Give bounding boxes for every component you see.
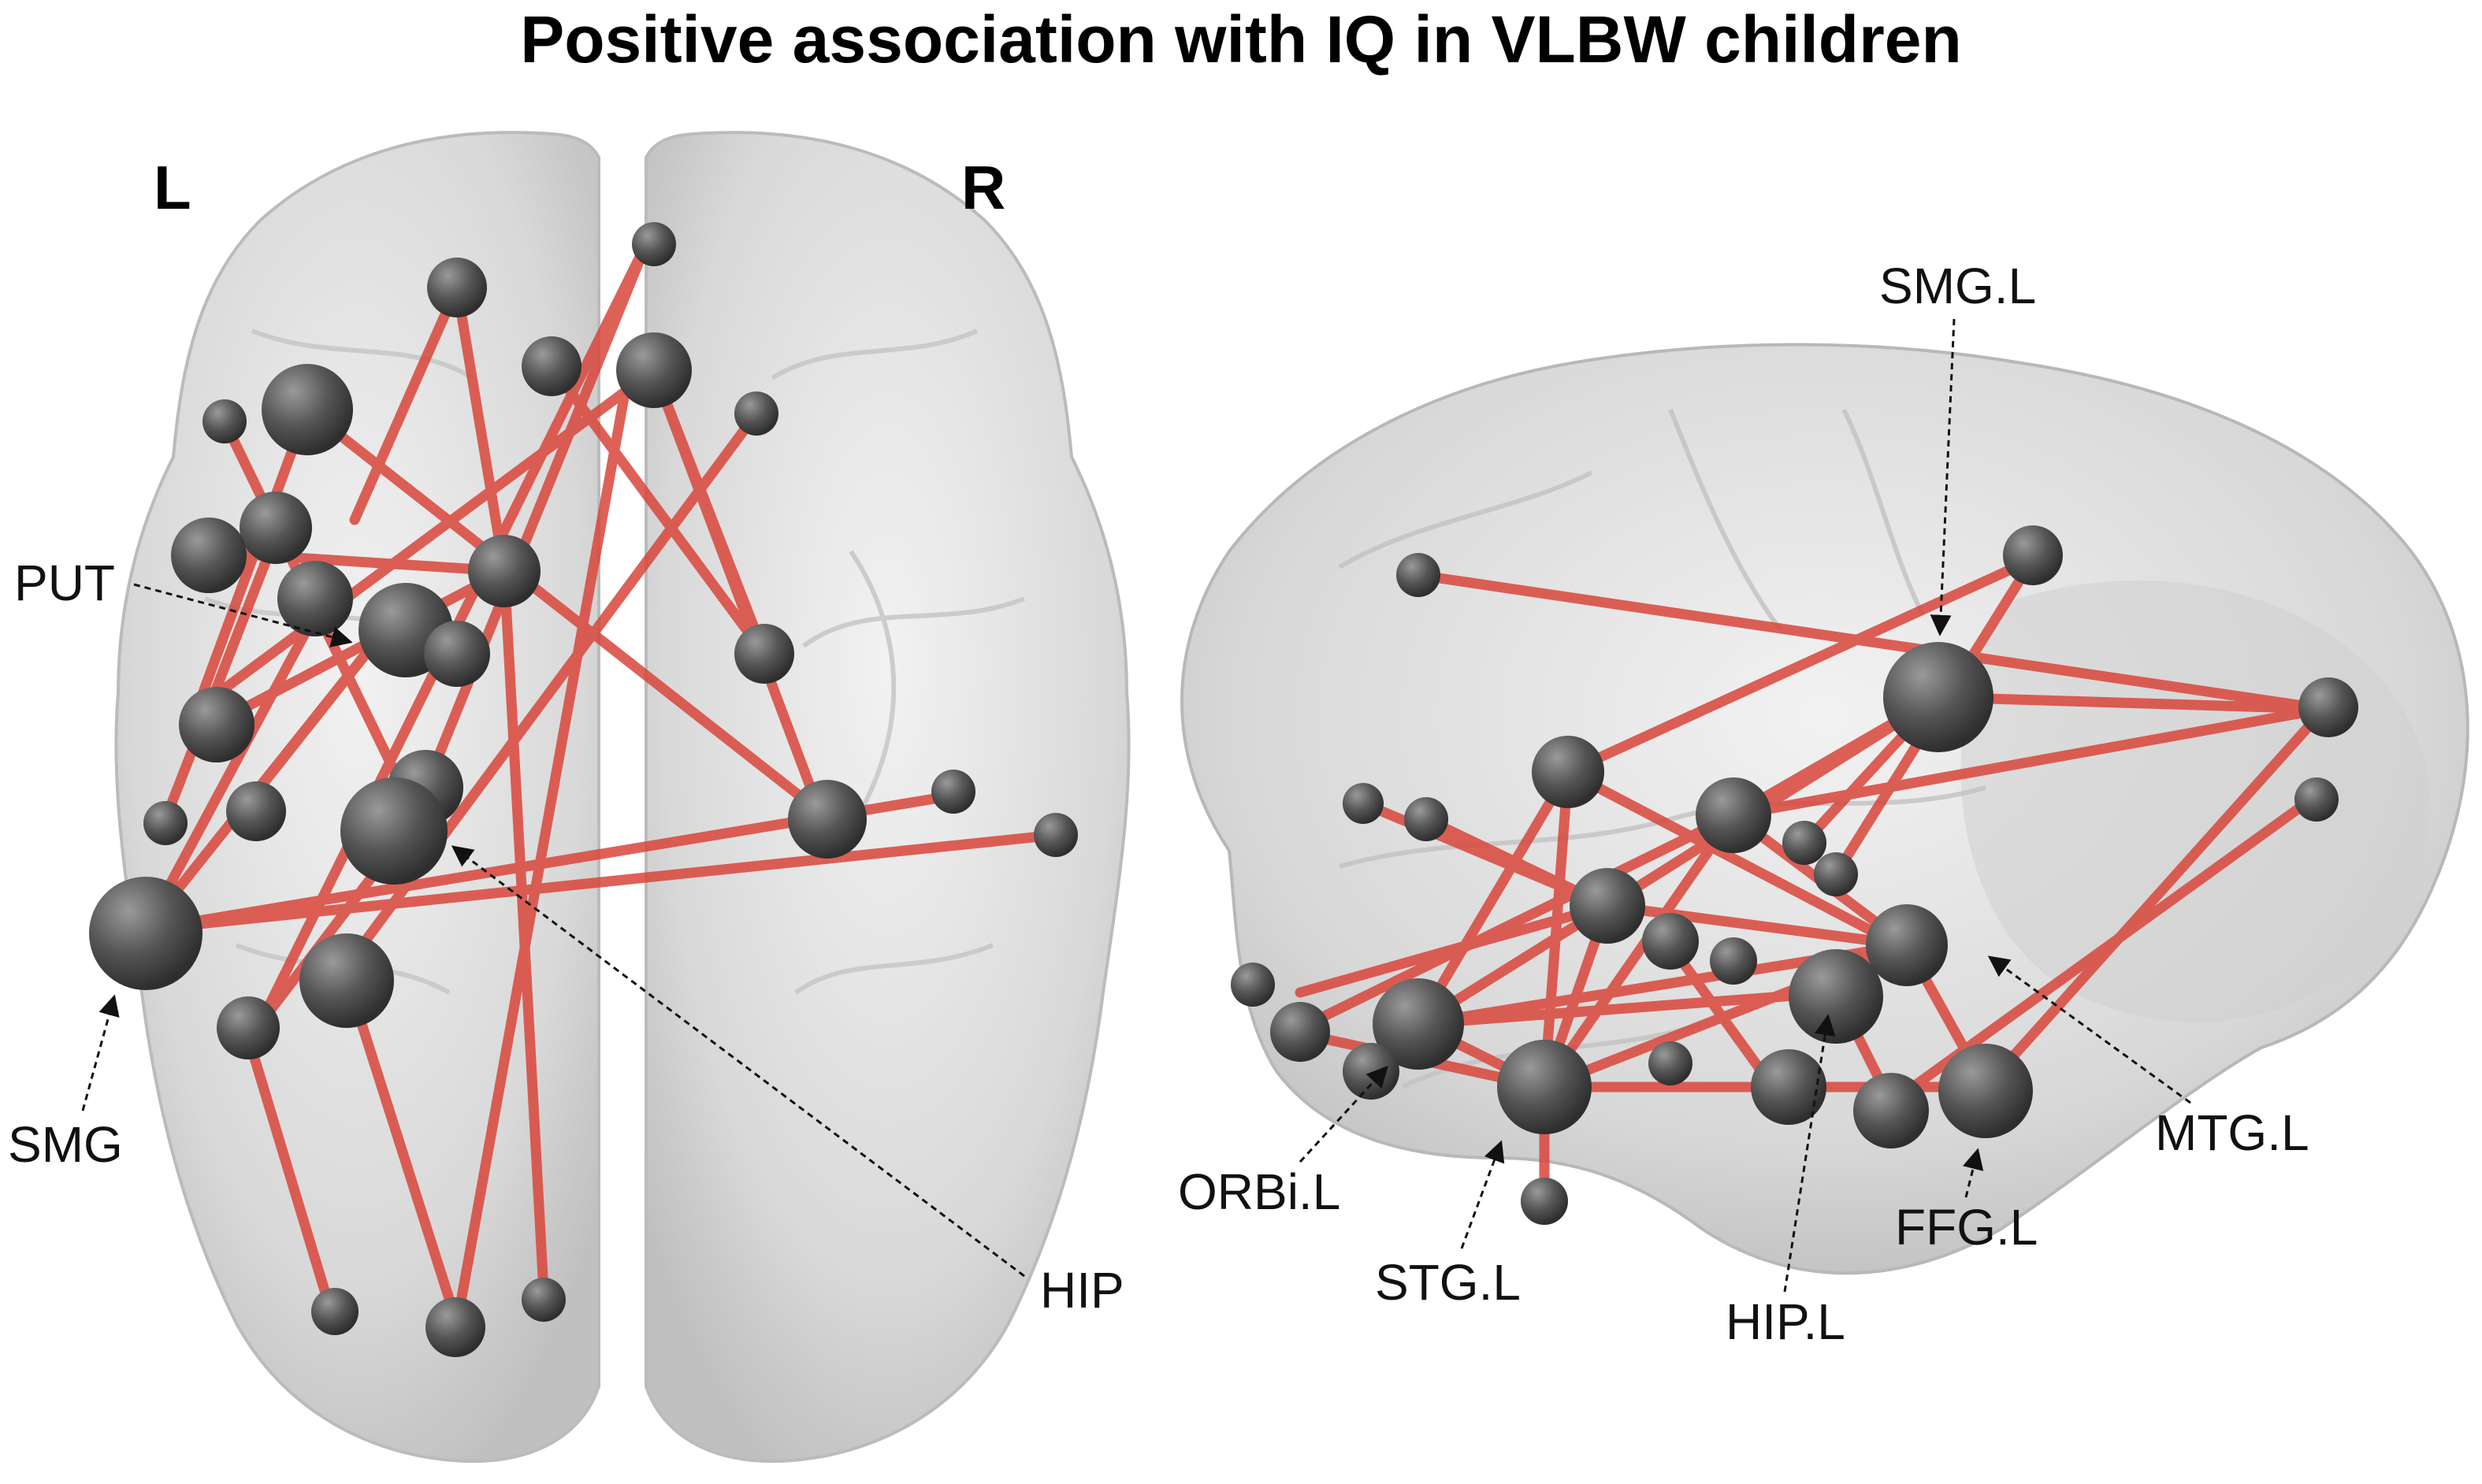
sagittal-node [1814, 852, 1858, 896]
axial-brain-view: L R PUT SMG HIP [8, 131, 1131, 1464]
sagittal-node [2298, 677, 2358, 737]
axial-node [468, 535, 541, 607]
axial-edges [140, 239, 1061, 1329]
sagittal-node-orbi-l [1373, 978, 1464, 1070]
sagittal-node [1853, 1073, 1929, 1148]
sagittal-node [1343, 783, 1384, 824]
sagittal-node [1521, 1178, 1568, 1225]
sagittal-node [1396, 553, 1440, 597]
sagittal-nodes [1231, 525, 2358, 1225]
axial-node-smg [89, 877, 202, 990]
axial-node [424, 621, 490, 687]
axial-node [262, 364, 353, 455]
annotation-orbi-l: ORBi.L [1178, 1163, 1340, 1220]
sagittal-node [1782, 821, 1826, 865]
sagittal-node [1642, 913, 1699, 970]
sagittal-brain-view: SMG.L ORBi.L STG.L HIP.L FFG.L MTG.L [1178, 258, 2469, 1350]
axial-node [522, 1278, 566, 1322]
axial-nodes [89, 222, 1078, 1357]
sagittal-node-mtg-l [1866, 904, 1948, 986]
sagittal-node [1231, 963, 1275, 1007]
annotation-smg-l: SMG.L [1879, 258, 2036, 314]
axial-node [217, 996, 280, 1059]
axial-node [616, 332, 692, 408]
annotation-hip-l: HIP.L [1726, 1293, 1845, 1350]
axial-node [311, 1288, 359, 1335]
axial-node [522, 336, 581, 396]
axial-node-hip [340, 777, 448, 885]
axial-node [240, 492, 312, 564]
axial-node [1034, 813, 1078, 857]
sagittal-node [1532, 736, 1604, 808]
axial-node [143, 801, 188, 845]
axial-node [277, 561, 353, 636]
axial-node [202, 399, 247, 443]
figure-title: Positive association with IQ in VLBW chi… [520, 2, 1962, 76]
annotation-smg-axial: SMG [8, 1116, 123, 1173]
axial-node [734, 624, 794, 684]
annotation-stg-l: STG.L [1375, 1254, 1521, 1311]
axial-node [788, 780, 867, 859]
sagittal-node [2003, 525, 2063, 585]
hemisphere-right-label: R [961, 153, 1005, 222]
axial-node [179, 687, 255, 762]
sagittal-node [1751, 1049, 1826, 1125]
axial-node [226, 781, 286, 841]
right-hemisphere-shape [645, 131, 1131, 1464]
sagittal-node-hip-l [1789, 949, 1883, 1044]
hemisphere-left-label: L [154, 153, 191, 222]
sagittal-node [1270, 1002, 1330, 1062]
annotation-mtg-l: MTG.L [2155, 1104, 2309, 1161]
sagittal-node [1710, 937, 1757, 985]
sagittal-node-ffg-l [1938, 1044, 2033, 1138]
axial-node [734, 391, 778, 436]
axial-node [171, 518, 247, 593]
axial-node [931, 770, 975, 814]
sagittal-node [1404, 797, 1448, 841]
annotation-hip-axial: HIP [1040, 1262, 1124, 1319]
annotation-put: PUT [14, 555, 115, 611]
sagittal-node-stg-l [1497, 1040, 1592, 1134]
axial-node [632, 222, 676, 266]
annotation-ffg-l: FFG.L [1895, 1199, 2038, 1256]
sagittal-node [1570, 868, 1645, 944]
sagittal-node [1696, 777, 1771, 853]
axial-node [299, 933, 394, 1028]
axial-node [425, 1297, 485, 1357]
sagittal-node [1648, 1041, 1692, 1085]
axial-node [427, 258, 487, 317]
sagittal-node-smg-l [1883, 642, 1993, 752]
sagittal-node [2294, 777, 2339, 822]
sagittal-node [1343, 1043, 1399, 1100]
